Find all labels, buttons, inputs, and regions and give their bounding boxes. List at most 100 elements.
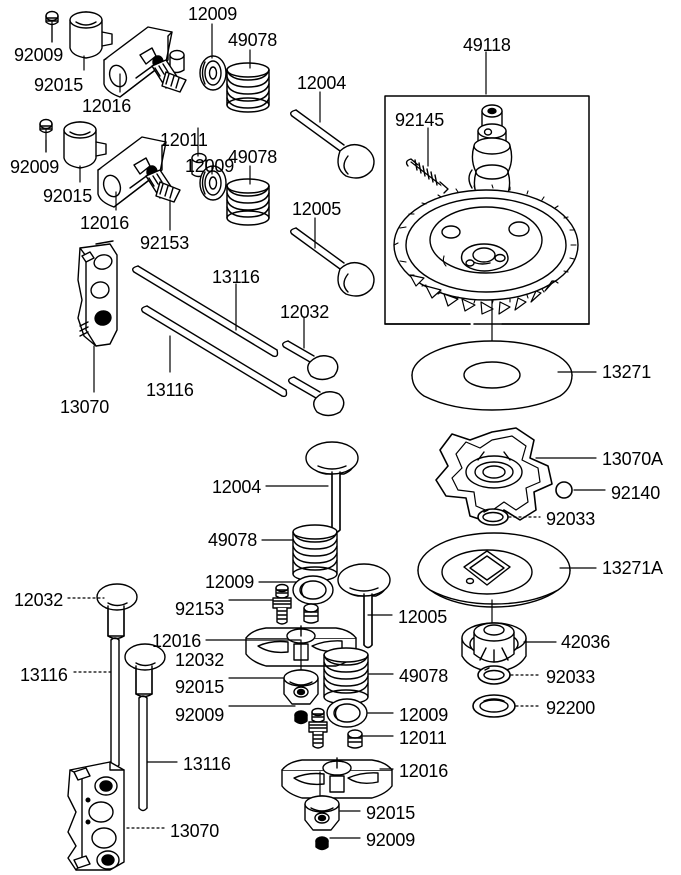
part-label-bolt-l36: 92009 — [175, 705, 225, 725]
part-label-bolt-l01: 92009 — [14, 45, 64, 65]
part-label-valve-guide-l44: 12011 — [399, 728, 447, 748]
adjuster-screw-92153-center — [272, 583, 292, 625]
part-label-exhaust-valve-l41: 12005 — [398, 607, 448, 627]
part-label-exhaust-valve-l14: 12005 — [292, 199, 342, 219]
valve-spring-49078-2 — [226, 178, 270, 226]
push-rod-13116-lower-2 — [138, 695, 148, 812]
washer-92200 — [472, 694, 516, 718]
camshaft-spring-92145 — [405, 158, 449, 194]
valve-lifter-12032-lower-1 — [96, 583, 138, 640]
push-rod-13116-upper-1 — [131, 265, 279, 358]
valve-12004-center — [305, 441, 359, 534]
part-label-fan-plate-l22: 13070A — [602, 449, 663, 469]
valve-lifter-12032-upper-2 — [287, 376, 345, 417]
nut-92015-center — [283, 669, 319, 705]
bolt-92009-center — [294, 710, 308, 725]
part-label-spring-retainer-l31: 12009 — [205, 572, 255, 592]
cylinder-head-13070-lower — [67, 761, 125, 871]
part-label-push-rod-l39: 13116 — [183, 754, 231, 774]
part-label-valve-spring-l30: 49078 — [208, 530, 258, 550]
part-label-valve-spring-l42: 49078 — [399, 666, 449, 686]
part-label-nut-l02: 92015 — [34, 75, 84, 95]
part-label-plate-l21: 13271 — [602, 362, 652, 382]
spacer-block-2 — [191, 152, 207, 178]
spring-retainer-12009-1 — [199, 55, 227, 91]
part-label-washer-l28: 92200 — [546, 698, 596, 718]
part-label-push-rod-l18: 13116 — [146, 380, 194, 400]
part-label-plate-a-l25: 13271A — [602, 558, 663, 578]
part-label-rocker-arm-l03: 12016 — [82, 96, 132, 116]
camshaft-gear — [393, 184, 579, 315]
nut-92015-1 — [69, 11, 113, 59]
valve-guide-12011-center-2 — [347, 729, 363, 749]
plate-13271 — [411, 340, 573, 411]
part-label-nut-l35: 92015 — [175, 677, 225, 697]
part-label-intake-valve-l13: 12004 — [297, 73, 347, 93]
part-label-spring-retainer-l07: 12009 — [185, 156, 235, 176]
camshaft-detail-box — [384, 95, 590, 325]
valve-12005-center — [337, 563, 391, 649]
snap-ring-92033-lower — [477, 665, 511, 685]
part-label-valve-lifter-l34: 12032 — [175, 650, 225, 670]
push-rod-13116-lower-1 — [110, 637, 120, 769]
spring-retainer-12009-center-2 — [326, 698, 368, 728]
part-label-ball-l23: 92140 — [611, 483, 661, 503]
fan-plate-13070A — [435, 427, 553, 523]
part-label-nut-l46: 92015 — [366, 803, 416, 823]
part-label-valve-spring-l05: 49078 — [228, 30, 278, 50]
leader-lines — [45, 23, 606, 839]
part-label-push-rod-l38: 13116 — [20, 665, 68, 685]
part-label-spring-retainer-l43: 12009 — [399, 705, 449, 725]
part-label-valve-spring-l08: 49078 — [228, 147, 278, 167]
part-label-bolt-adjuster-l32: 92153 — [175, 599, 225, 619]
valve-guide-12011-center — [303, 603, 319, 624]
valve-12005-top — [289, 227, 375, 297]
ball-92140 — [555, 481, 573, 499]
adjuster-screw-92153-2 — [145, 169, 181, 203]
part-label-valve-lifter-l37: 12032 — [14, 590, 64, 610]
valve-spring-49078-center-2 — [323, 647, 369, 705]
part-label-spring-retainer-l04: 12009 — [188, 4, 238, 24]
spacer-block-1 — [169, 49, 185, 74]
cylinder-head-13070-upper — [77, 240, 118, 347]
part-label-push-rod-l17: 13116 — [212, 267, 260, 287]
push-rod-13116-upper-2 — [140, 305, 288, 398]
part-label-valve-lifter-l19: 12032 — [280, 302, 330, 322]
part-label-sleeve-l26: 42036 — [561, 632, 611, 652]
part-label-bolt-adjuster-l12: 92153 — [140, 233, 190, 253]
adjuster-screw-92153-1 — [151, 59, 187, 93]
nut-92015-2 — [63, 121, 107, 169]
part-label-bolt-l47: 92009 — [366, 830, 416, 850]
rocker-arm-assembly-1 — [45, 10, 270, 113]
valve-lifter-12032-lower-2 — [124, 643, 166, 698]
part-label-bolt-l09: 92009 — [10, 157, 60, 177]
snap-ring-92033-upper — [477, 508, 509, 526]
nut-92015-center-2 — [304, 795, 340, 831]
valve-spring-49078-1 — [226, 62, 270, 113]
part-label-intake-valve-l29: 12004 — [212, 477, 262, 497]
part-label-valve-guide-l06: 12011 — [160, 130, 208, 150]
valve-lifter-12032-upper-1 — [281, 340, 339, 381]
spring-retainer-12009-2 — [199, 165, 227, 201]
part-label-cylinder-head-gasket-l20: 13070 — [60, 397, 110, 417]
part-label-rocker-arm-l45: 12016 — [399, 761, 449, 781]
part-label-cylinder-head-gasket-l40: 13070 — [170, 821, 220, 841]
part-label-rocker-arm-l33: 12016 — [152, 631, 202, 651]
sleeve-42036 — [461, 622, 527, 673]
valve-12004-top — [289, 109, 375, 179]
adjuster-screw-center-2 — [308, 707, 328, 749]
bolt-92009-center-2 — [315, 836, 329, 851]
part-label-snap-ring-l27: 92033 — [546, 667, 596, 687]
part-label-snap-ring-l24: 92033 — [546, 509, 596, 529]
part-label-nut-l10: 92015 — [43, 186, 93, 206]
rocker-arm-12016-2 — [97, 136, 167, 208]
plate-13271A — [417, 532, 571, 608]
spring-retainer-12009-center-1 — [292, 575, 334, 605]
rocker-arm-12016-center-2 — [281, 757, 393, 799]
valve-spring-49078-center-1 — [292, 524, 338, 582]
part-label-rocker-arm-l11: 12016 — [80, 213, 130, 233]
rocker-arm-assembly-2 — [39, 118, 270, 226]
part-label-camshaft-spring-l16: 92145 — [395, 110, 445, 130]
